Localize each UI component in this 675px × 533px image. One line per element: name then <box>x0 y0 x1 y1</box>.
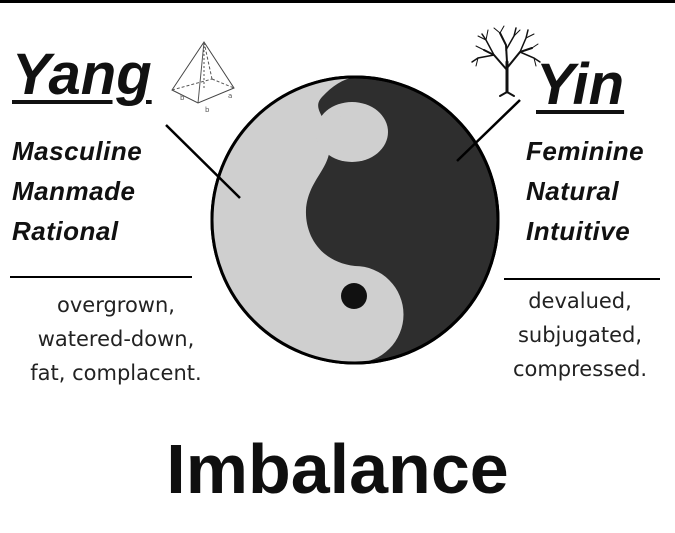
yin-trait-feminine: Feminine <box>526 136 645 166</box>
yin-trait-natural: Natural <box>526 176 620 206</box>
yang-trait-masculine: Masculine <box>12 136 143 166</box>
yin-divider <box>504 278 660 280</box>
pyramid-label-a: a <box>228 92 232 100</box>
yin-yang-outline <box>210 75 500 365</box>
yang-trait-rational: Rational <box>12 216 119 246</box>
top-border <box>0 0 675 3</box>
yin-traits: Feminine Natural Intuitive <box>526 131 644 251</box>
yin-pointer-line <box>456 99 521 162</box>
yang-pointer-line <box>165 124 241 199</box>
tree-icon <box>471 25 541 97</box>
yang-eye-center <box>328 114 376 152</box>
yin-yang-symbol <box>210 75 500 365</box>
yin-descriptors: devalued, subjugated, compressed. <box>494 284 666 386</box>
yin-title: Yin <box>536 52 625 117</box>
pyramid-label-b1: b <box>180 94 185 102</box>
yin-trait-intuitive: Intuitive <box>526 216 631 246</box>
pyramid-icon: b b a <box>171 41 235 114</box>
yin-descriptor-3: compressed. <box>512 357 648 381</box>
yang-descriptor-3: fat, complacent. <box>30 361 202 385</box>
yang-descriptor-1: overgrown, <box>57 293 175 317</box>
yang-trait-manmade: Manmade <box>12 176 136 206</box>
yang-divider <box>10 276 192 278</box>
yang-descriptors: overgrown, watered-down, fat, complacent… <box>10 288 222 390</box>
yang-traits: Masculine Manmade Rational <box>12 131 142 251</box>
yang-dot <box>341 283 367 309</box>
yang-title: Yang <box>12 42 152 107</box>
yin-descriptor-1: devalued, <box>528 289 632 313</box>
footer-title: Imbalance <box>166 430 509 508</box>
yin-descriptor-2: subjugated, <box>517 323 643 347</box>
pyramid-label-b2: b <box>205 106 210 114</box>
yang-descriptor-2: watered-down, <box>37 327 195 351</box>
